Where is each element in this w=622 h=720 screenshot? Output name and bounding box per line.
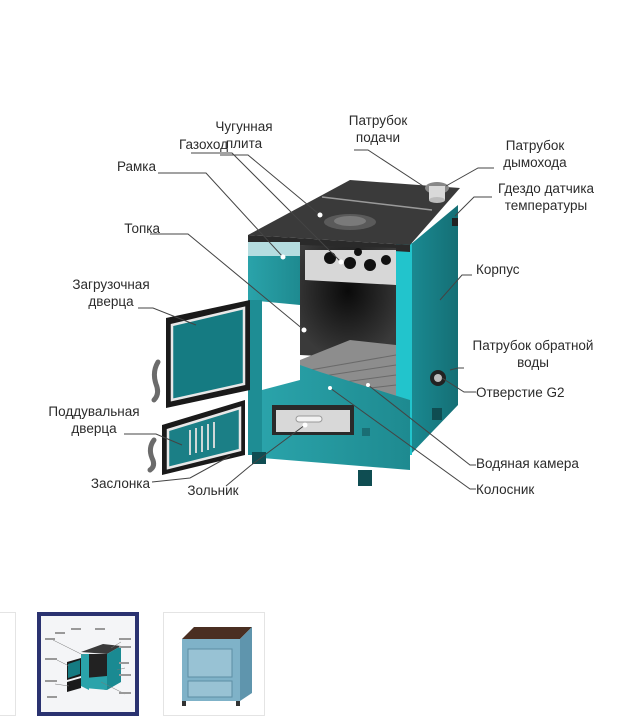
ash-drawer-handle (295, 415, 323, 423)
label-patrubok-dymokhoda: Патрубок дымохода (490, 137, 580, 171)
hotplate-ring-inner (334, 216, 366, 226)
frame (248, 242, 300, 305)
label-korpus: Корпус (476, 262, 520, 277)
leader-otverstie (441, 377, 476, 393)
gas-duct-hole (354, 248, 362, 256)
cast-iron-plate (248, 180, 460, 245)
gas-duct-hole (324, 252, 336, 264)
leader-dot (338, 259, 344, 265)
leader-dot (328, 386, 332, 390)
leader-plita (220, 154, 321, 216)
leader-dot (280, 254, 286, 260)
boiler-diagram (124, 149, 494, 490)
thumbnail-boiler-diagram[interactable] (37, 612, 139, 716)
leader-dot (302, 422, 308, 428)
label-patrubok-podachi: Патрубок подачи (330, 112, 426, 146)
label-line: воды (517, 355, 549, 370)
label-line: Поддувальная (48, 404, 140, 419)
label-gnezdo: Гдездо датчика температуры (486, 180, 606, 214)
boiler-diagram-thumbnail-image (41, 616, 135, 712)
label-line: плита (225, 136, 263, 151)
label-kolosnik: Колосник (476, 482, 535, 497)
gas-duct-hole (364, 259, 376, 271)
leader-gnezdo (454, 196, 492, 217)
product-image-viewer[interactable]: Чугунная плита Газоход Рамка Топка Загру… (0, 0, 622, 600)
supply-pipe-end (429, 197, 445, 203)
label-otverstie: Отверстие G2 (476, 385, 565, 400)
label-line: температуры (504, 198, 588, 213)
leader-dot (317, 212, 323, 218)
label-vodyanaya-kamera: Водяная камера (476, 456, 579, 471)
foot (358, 470, 372, 486)
label-line: Патрубок (505, 138, 565, 153)
label-gazokhod: Газоход (179, 137, 228, 152)
leader-korpus (439, 274, 472, 301)
leader-podduvalnaya (124, 433, 183, 446)
leader-zolnik (225, 424, 306, 487)
label-line: Гдездо датчика (497, 181, 595, 196)
loading-door-panel (170, 306, 246, 402)
leader-podachi (354, 149, 424, 187)
damper-slats (189, 422, 215, 455)
front-pillar (248, 300, 262, 455)
label-podduvalnaya: Поддувальная дверца (38, 403, 150, 437)
label-line: дверца (88, 294, 134, 309)
label-line: дверца (71, 421, 117, 436)
plate-seam (321, 196, 433, 211)
ash-pit-door-handle (147, 437, 157, 473)
leader-ramka (158, 172, 284, 258)
leader-dot (301, 327, 307, 333)
label-ramka: Рамка (116, 159, 156, 174)
label-line: Патрубок (348, 113, 408, 128)
leader-topka (150, 233, 305, 331)
label-line: Чугунная (215, 119, 273, 134)
leader-obratnoy (449, 367, 464, 371)
thumbnail-previous[interactable] (0, 612, 16, 716)
label-line: дымохода (503, 155, 567, 170)
frame-top (248, 242, 300, 256)
label-zaslonka: Заслонка (90, 476, 150, 491)
leader-kolosnik (329, 387, 476, 490)
loading-door-handle (151, 359, 161, 403)
gas-duct-hole (381, 255, 391, 265)
foot (252, 452, 266, 464)
label-patrubok-obratnoy: Патрубок обратной воды (458, 337, 608, 371)
label-line: Патрубок обратной (472, 338, 594, 353)
boiler-exterior-thumbnail-image (164, 613, 264, 715)
leader-vodyanaya (367, 384, 476, 466)
thumbnail-boiler-exterior[interactable] (163, 612, 265, 716)
ash-pit-door-panel (166, 406, 242, 470)
label-line: подачи (355, 130, 401, 145)
label-line: Загрузочная (72, 277, 150, 292)
leader-dymokhoda (445, 167, 494, 187)
gas-duct-hole (344, 257, 356, 269)
leader-zagruzochnaya (138, 307, 197, 326)
front-bolt (362, 428, 370, 436)
label-topka: Топка (124, 221, 160, 236)
label-chugunnaya-plita: Чугунная плита (204, 118, 284, 152)
boiler-body-side (410, 205, 458, 455)
supply-pipe (429, 186, 445, 200)
foot (432, 408, 442, 420)
label-zolnik: Зольник (187, 483, 239, 498)
sensor-nest (452, 218, 458, 226)
leader-zaslonka (151, 455, 231, 483)
label-zagruzochnaya: Загрузочная дверца (58, 276, 164, 310)
return-pipe-inner (434, 374, 442, 382)
leader-gazokhod (191, 152, 342, 263)
leader-dot (366, 383, 370, 387)
